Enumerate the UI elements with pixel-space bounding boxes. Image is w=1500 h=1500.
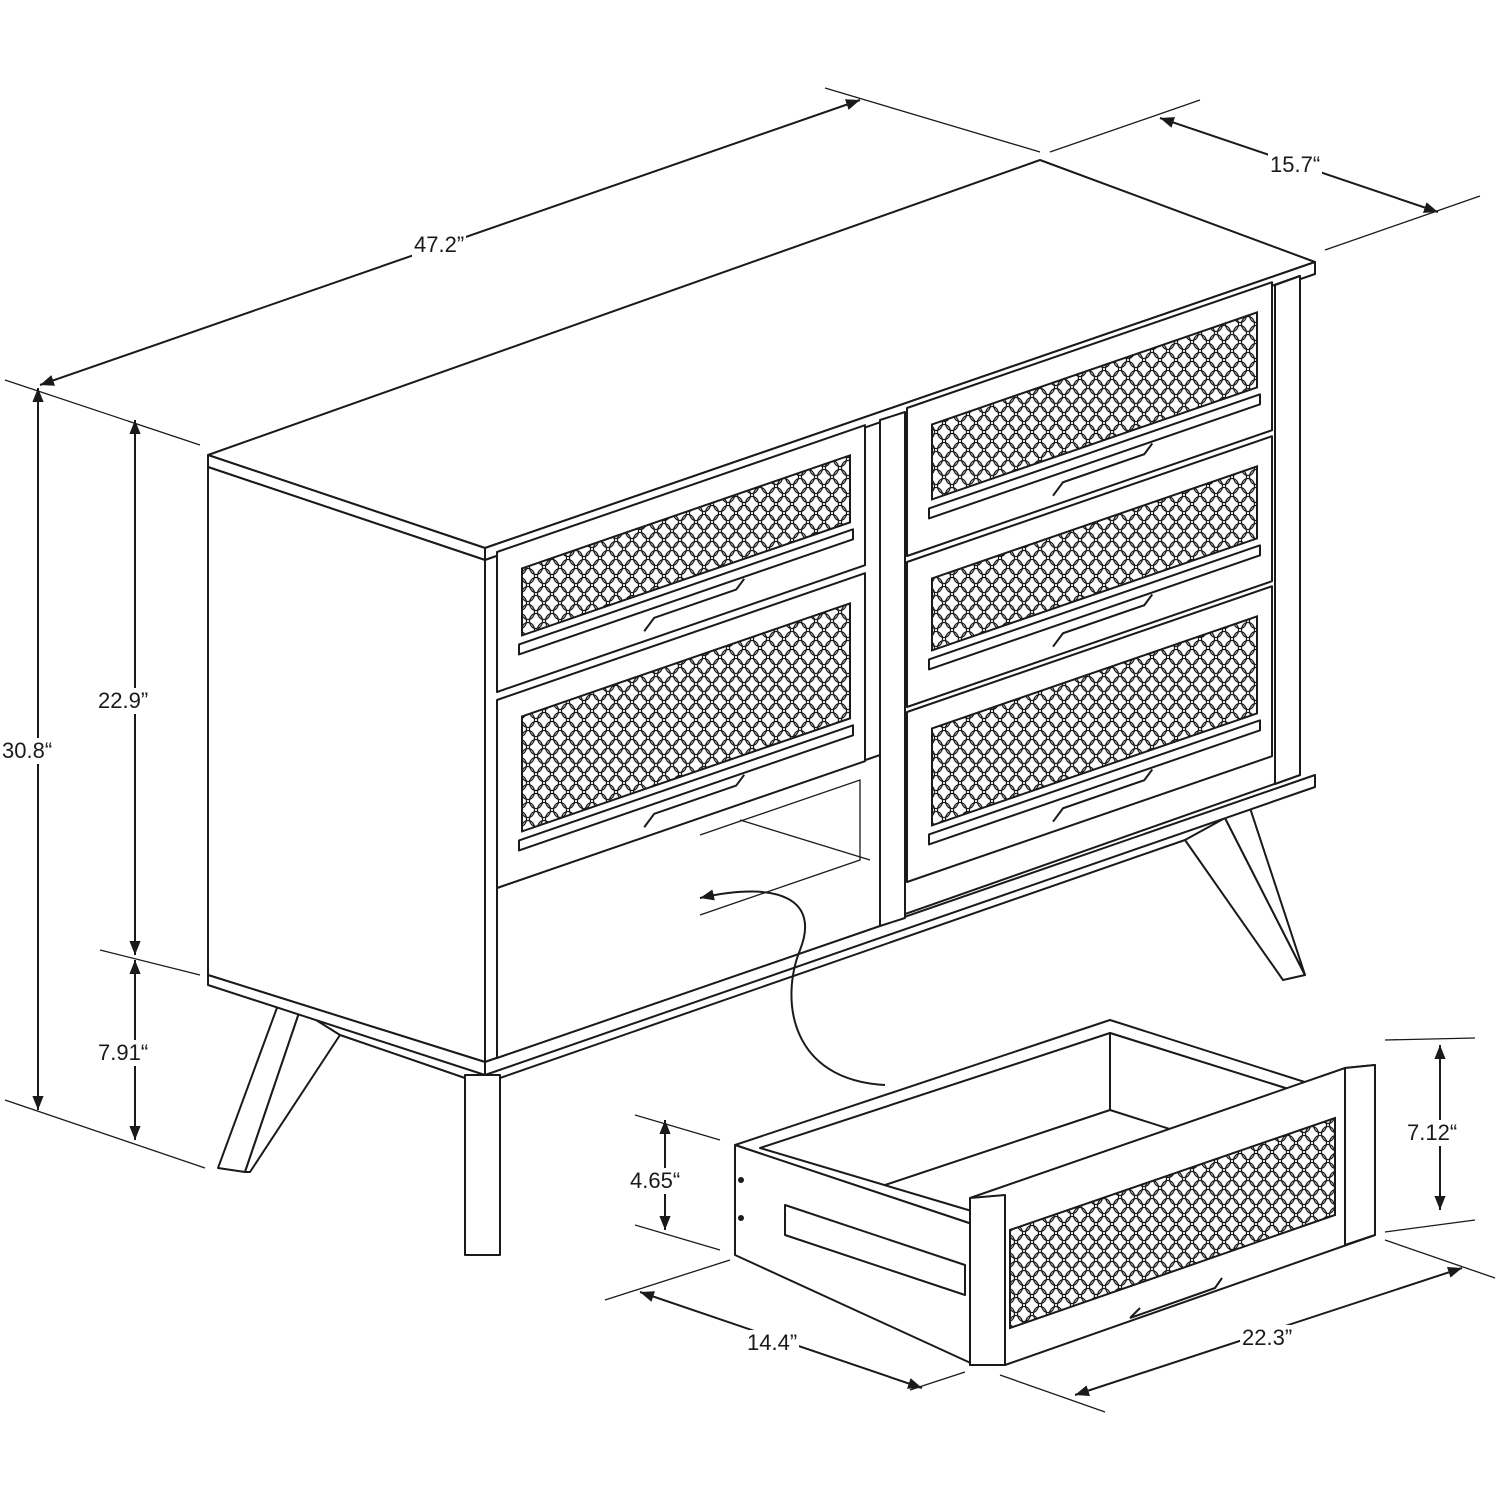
legs xyxy=(217,807,1306,1256)
label-drawer-front-height: 7.12“ xyxy=(1405,1120,1460,1146)
drawer-part xyxy=(521,453,851,637)
drawer-part xyxy=(928,544,1261,671)
drawer-part xyxy=(643,578,746,632)
label-drawer-width: 22.3” xyxy=(1240,1325,1295,1351)
label-leg-height: 7.91“ xyxy=(96,1040,151,1066)
label-drawer-depth: 14.4” xyxy=(745,1330,800,1356)
label-drawer-inner-height: 4.65“ xyxy=(628,1168,683,1194)
drawer-part xyxy=(928,393,1261,520)
drawer-part xyxy=(518,528,854,656)
drawer-part xyxy=(1052,768,1154,823)
insert-arrow xyxy=(699,889,886,1086)
drawer-part xyxy=(928,719,1261,846)
drawer-part xyxy=(1052,442,1154,497)
drawer-part xyxy=(931,614,1258,827)
label-overall-width: 47.2” xyxy=(412,232,467,258)
drawer-part xyxy=(518,724,854,852)
label-body-height: 22.9” xyxy=(96,688,151,714)
drawer-part xyxy=(643,774,746,828)
drawer-part xyxy=(1052,593,1154,648)
drawer-part xyxy=(931,464,1258,652)
removed-drawer xyxy=(734,1019,1376,1366)
dresser-body xyxy=(207,159,1316,1079)
label-overall-depth: 15.7“ xyxy=(1268,152,1323,178)
drawer-part xyxy=(521,601,851,833)
label-overall-height: 30.8“ xyxy=(0,738,55,764)
drawer-fronts xyxy=(496,281,1273,889)
drawer-part xyxy=(931,310,1258,501)
